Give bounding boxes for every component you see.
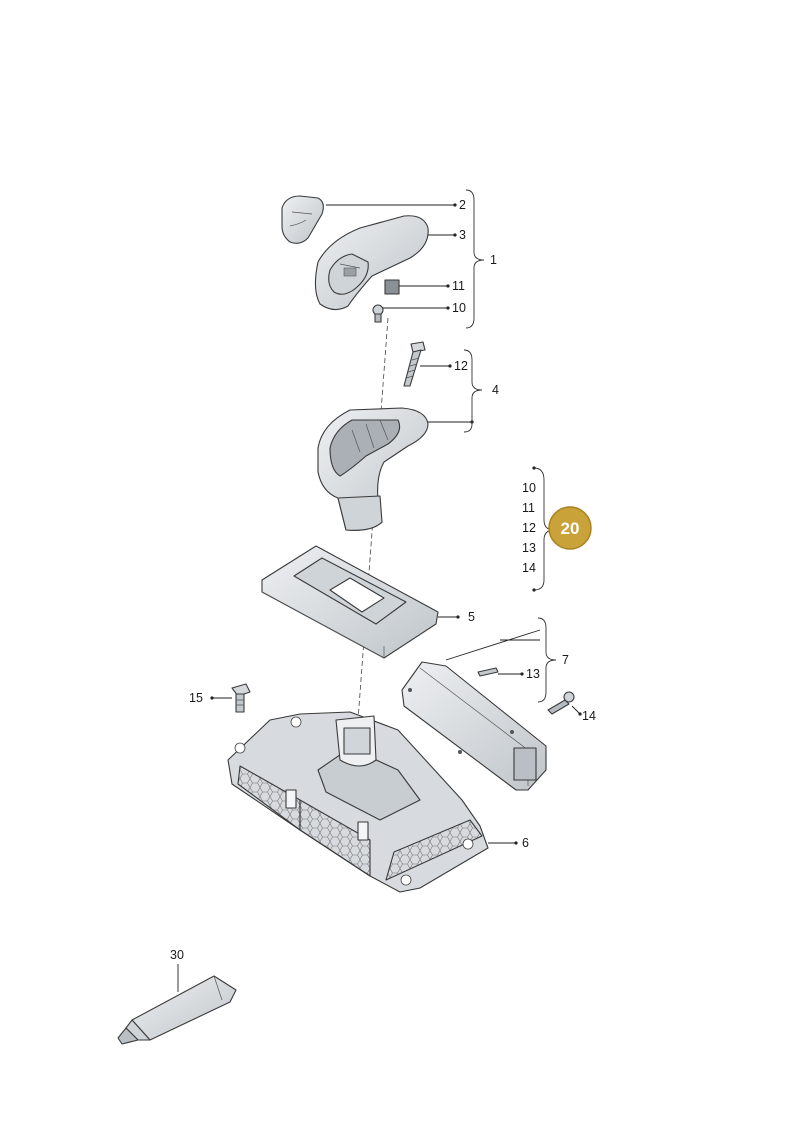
label-5: 5	[468, 610, 475, 624]
part-4-knob-body	[317, 407, 429, 531]
brace-part-1	[465, 189, 485, 329]
label-14: 14	[582, 709, 596, 723]
label-30: 30	[170, 948, 184, 962]
part-11-clip	[384, 279, 400, 295]
part-6-shifter-housing	[227, 711, 489, 893]
part-14-screw	[547, 691, 575, 715]
label-12: 12	[454, 359, 468, 373]
label-2: 2	[459, 198, 466, 212]
part-3-knob-cover	[314, 215, 429, 311]
brace-part-4	[463, 349, 483, 433]
label-4: 4	[492, 383, 499, 397]
part-2-button-cap	[281, 195, 324, 244]
kit-item: 10	[522, 481, 536, 495]
part-13-pin	[477, 667, 499, 677]
label-1: 1	[490, 253, 497, 267]
part-12-long-screw	[403, 341, 426, 387]
part-5-gate-plate	[261, 545, 439, 659]
kit-item: 14	[522, 561, 536, 575]
label-10: 10	[452, 301, 466, 315]
label-6: 6	[522, 836, 529, 850]
kit-item: 12	[522, 521, 536, 535]
leader-lines	[177, 203, 582, 992]
kit-badge: 20	[548, 506, 592, 550]
part-30-grease-tube	[117, 975, 237, 1045]
part-15-screw	[231, 683, 251, 713]
part-10-screw	[372, 304, 384, 323]
part-7-control-unit	[401, 661, 547, 791]
label-3: 3	[459, 228, 466, 242]
brace-part-7	[537, 617, 557, 703]
kit-item: 13	[522, 541, 536, 555]
label-15: 15	[189, 691, 203, 705]
kit-badge-number: 20	[561, 519, 580, 538]
label-11: 11	[452, 279, 465, 293]
kit-item: 11	[522, 501, 535, 515]
label-13: 13	[526, 667, 540, 681]
label-7: 7	[562, 653, 569, 667]
